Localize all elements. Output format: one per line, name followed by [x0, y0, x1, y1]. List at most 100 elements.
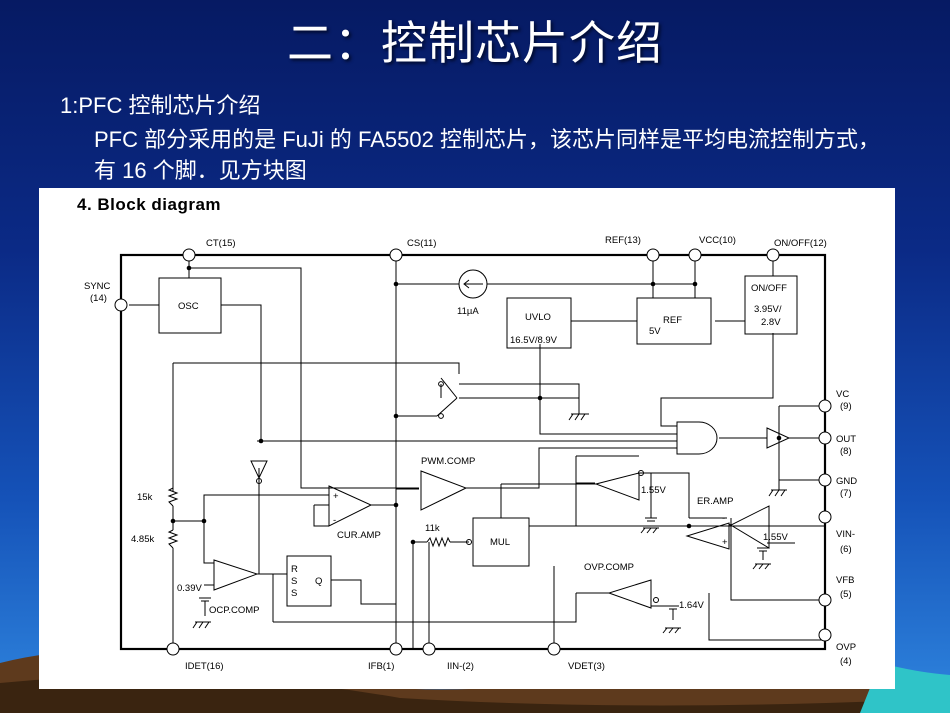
ref-voltage: 5V: [649, 326, 661, 337]
pin-label-idet: IDET(16): [185, 661, 224, 672]
r15k-label: 15k: [137, 492, 153, 503]
latch-q: Q: [315, 576, 322, 587]
pin-vcc: [688, 248, 702, 262]
slide-title: 二：控制芯片介绍: [287, 16, 663, 70]
v155b-label: 1.55V: [763, 532, 788, 543]
section-subtitle: 1:PFC 控制芯片介绍: [60, 93, 261, 118]
pin-onoff: [766, 248, 780, 262]
pwm-comparator: [420, 470, 468, 511]
ground-symbol: [568, 413, 589, 421]
v155a-label: 1.55V: [641, 485, 666, 496]
pin-label-gnd-num: (7): [840, 488, 852, 499]
inverter-symbol: [250, 460, 268, 480]
pin-vin: [818, 510, 832, 524]
pin-label-cs: CS(11): [407, 238, 436, 249]
r11k-label: 11k: [425, 523, 440, 534]
pin-idet: [166, 642, 180, 656]
resistor-11k: [426, 536, 451, 548]
pin-label-vfb-num: (5): [840, 589, 852, 600]
junction-dots: [170, 265, 782, 545]
v164-label: 1.64V: [679, 600, 704, 611]
pin-sync: [114, 298, 128, 312]
cur-amp-plus: +: [333, 491, 339, 502]
pin-label-gnd: GND: [836, 476, 857, 487]
uvlo-block: [506, 297, 572, 349]
chip-outline: [119, 253, 827, 651]
ref-block: [636, 297, 712, 345]
er-amp-minus: -: [722, 513, 725, 524]
ocp-comp-label: OCP.COMP: [209, 605, 260, 616]
pin-label-vcc: VCC(10): [699, 235, 736, 246]
output-driver: [766, 427, 791, 449]
pin-ref: [646, 248, 660, 262]
osc-block: [158, 277, 222, 334]
block-diagram-svg: 4. Block diagram CT(15) CS(11) REF(13) V…: [77, 195, 857, 672]
latch-s2: S: [291, 588, 297, 599]
onoff-label: ON/OFF: [751, 283, 787, 294]
pin-vc: [818, 399, 832, 413]
and-gate: [676, 421, 718, 455]
uvlo-label: UVLO: [525, 312, 551, 323]
latch-r: R: [291, 564, 298, 575]
ocp-comparator: [213, 559, 259, 591]
pin-label-vin-num: (6): [840, 544, 852, 555]
pin-label-out: OUT: [836, 434, 856, 445]
current-source-label: 11µA: [457, 306, 479, 317]
gnd-symbol: [768, 489, 787, 497]
resistor-4-85k: [167, 529, 179, 549]
ovp-comp-label: OVP.COMP: [584, 562, 634, 573]
r485k-label: 4.85k: [131, 534, 154, 545]
pin-ifb: [389, 642, 403, 656]
v039-label: 0.39V: [177, 583, 202, 594]
pins: [114, 248, 832, 656]
body-paragraph: PFC 部分采用的是 FuJi 的 FA5502 控制芯片，该芯片同样是平均电流…: [94, 127, 880, 183]
error-amplifier: [685, 522, 730, 550]
pwm-comp-label: PWM.COMP: [421, 456, 475, 467]
pin-label-sync-num: (14): [90, 293, 107, 304]
pin-label-ovp-num: (4): [840, 656, 852, 667]
rs-latch: [286, 555, 332, 607]
pin-label-sync: SYNC: [84, 281, 111, 292]
pin-ct: [182, 248, 196, 262]
pin-label-vdet: VDET(3): [568, 661, 605, 672]
pin-vfb: [818, 593, 832, 607]
resistor-15k: [167, 487, 179, 507]
pin-out: [818, 431, 832, 445]
pin-label-ovp: OVP: [836, 642, 856, 653]
onoff-threshold-2: 2.8V: [761, 317, 781, 328]
current-source-symbol: [458, 269, 488, 299]
multiplier-block: [472, 517, 530, 567]
pin-label-vfb: VFB: [836, 575, 854, 586]
pin-label-ref: REF(13): [605, 235, 641, 246]
current-amplifier: [328, 485, 373, 527]
er-amp-plus: +: [722, 537, 728, 548]
block-diagram-panel: 4. Block diagram CT(15) CS(11) REF(13) V…: [39, 188, 895, 689]
latch-s1: S: [291, 576, 297, 587]
pin-label-ct: CT(15): [206, 238, 236, 249]
pin-iin: [422, 642, 436, 656]
pin-label-vc-num: (9): [840, 401, 852, 412]
pin-gnd: [818, 473, 832, 487]
osc-label: OSC: [178, 301, 199, 312]
pin-ovp: [818, 628, 832, 642]
pin-label-vc: VC: [836, 389, 849, 400]
onoff-block: [744, 275, 798, 335]
pin-label-onoff: ON/OFF(12): [774, 238, 827, 249]
diagram-heading: 4. Block diagram: [77, 195, 221, 214]
pin-label-ifb: IFB(1): [368, 661, 394, 672]
ref-label: REF: [663, 315, 682, 326]
wiring: [129, 255, 825, 649]
pin-label-out-num: (8): [840, 446, 852, 457]
pin-vdet: [547, 642, 561, 656]
mul-label: MUL: [490, 537, 510, 548]
cur-amp-minus: -: [333, 515, 336, 526]
uvlo-threshold: 16.5V/8.9V: [510, 335, 558, 346]
pin-cs: [389, 248, 403, 262]
onoff-threshold-1: 3.95V/: [754, 304, 782, 315]
upper-comparator: [594, 472, 640, 501]
pin-label-iin: IIN-(2): [447, 661, 474, 672]
pin-label-vin: VIN-: [836, 529, 855, 540]
er-amp-label: ER.AMP: [697, 496, 733, 507]
ovp-comparator: [607, 579, 652, 609]
cur-amp-label: CUR.AMP: [337, 530, 381, 541]
